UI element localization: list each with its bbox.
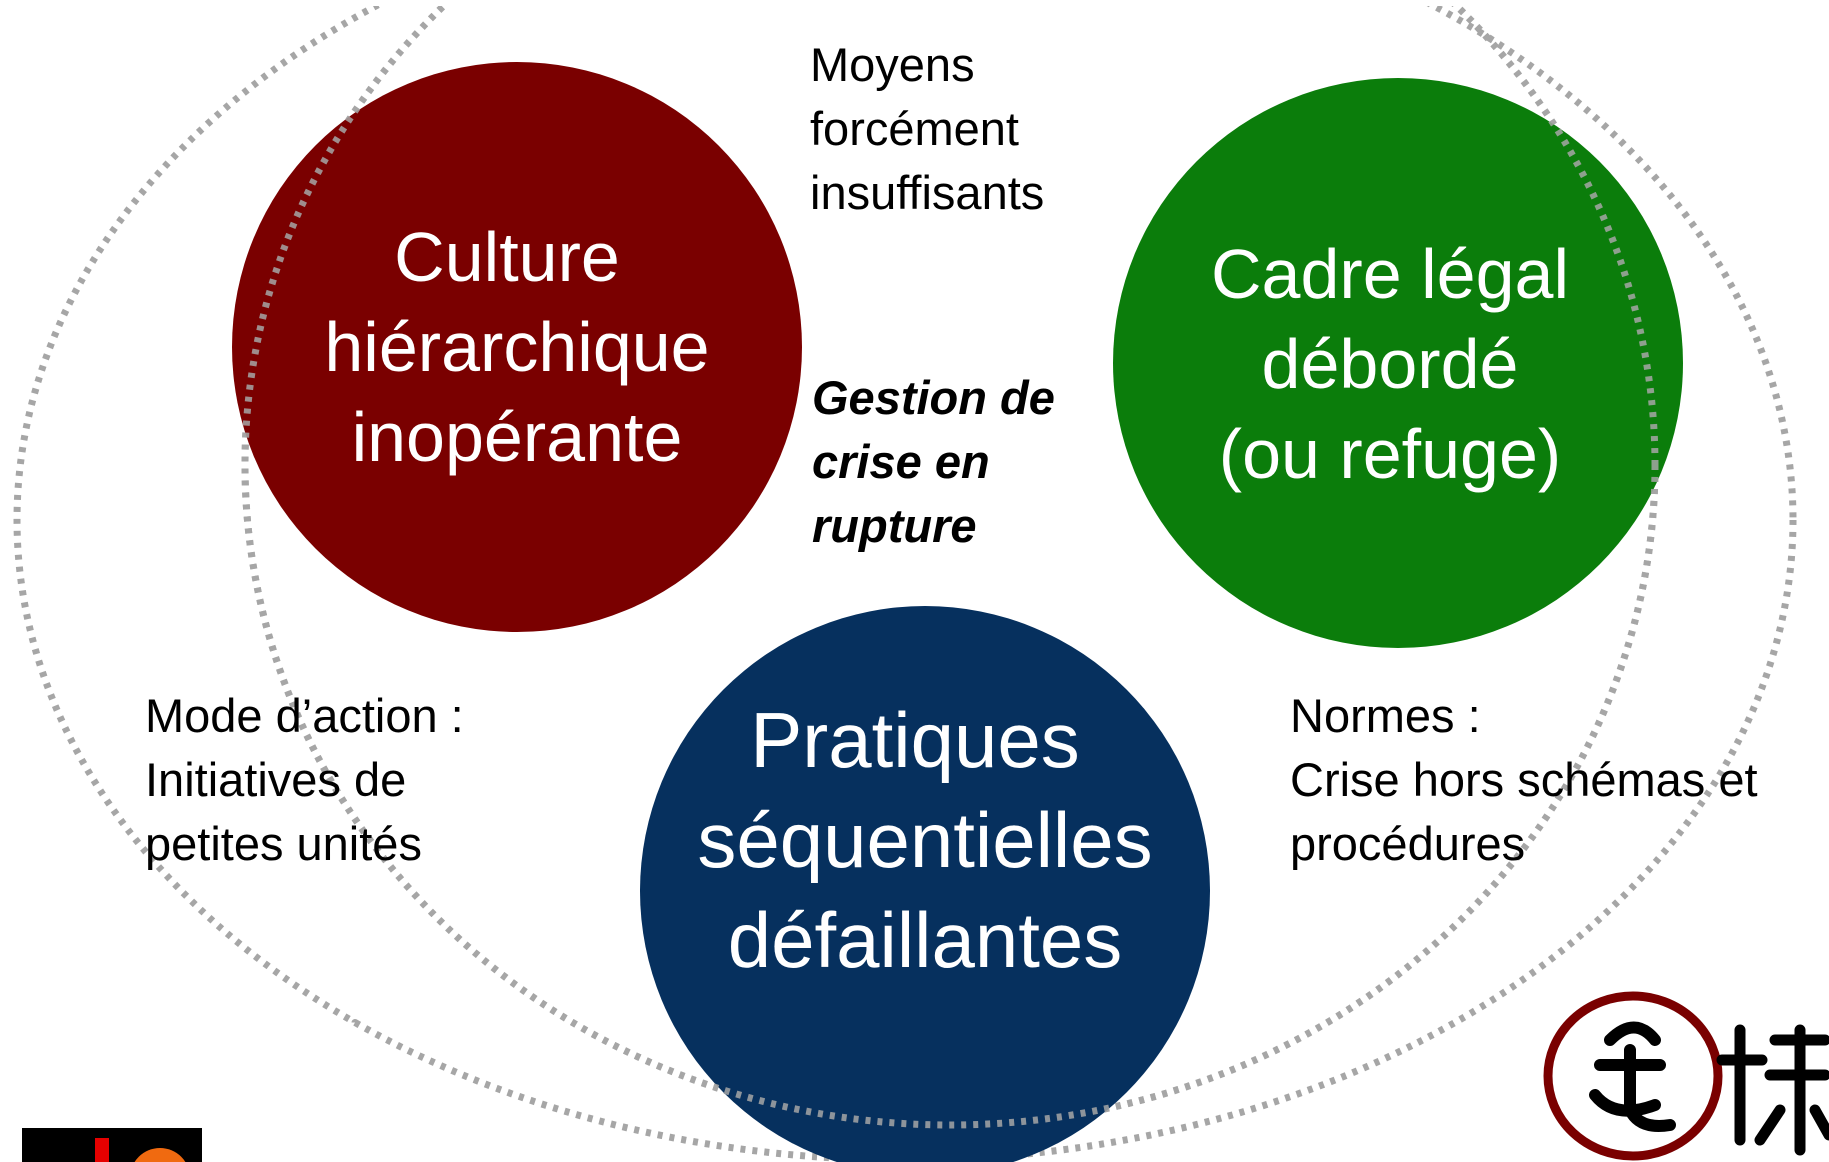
normes-line-2: Crise hors schémas et [1290,753,1758,806]
mode-action-line-1: Mode d’action : [145,689,464,742]
moyens-line-1: Moyens [810,38,975,91]
mode-action-line-3: petites unités [145,817,422,870]
culture-line-1: Culture [394,218,620,296]
pratiques-line-2: séquentielles [697,796,1153,884]
gestion-label: Gestion de crise en rupture [812,366,1055,558]
cadre-line-2: débordé [1261,325,1519,403]
moyens-label: Moyens forcément insuffisants [810,33,1044,225]
cadre-circle [1113,78,1683,648]
moyens-line-3: insuffisants [810,166,1045,219]
normes-label: Normes : Crise hors schémas et procédure… [1290,684,1758,876]
pratiques-circle-label: Pratiques séquentielles défaillantes [650,690,1200,990]
pratiques-line-1: Pratiques [750,696,1080,784]
normes-line-3: procédures [1290,817,1526,870]
gestion-line-3: rupture [812,499,977,552]
cadre-line-1: Cadre légal [1211,235,1569,313]
mode-action-label: Mode d’action : Initiatives de petites u… [145,684,464,876]
gestion-line-2: crise en [812,435,990,488]
culture-line-3: inopérante [351,398,683,476]
mode-action-line-2: Initiatives de [145,753,407,806]
partial-logo [22,1128,202,1162]
cadre-line-3: (ou refuge) [1218,415,1562,493]
gestion-line-1: Gestion de [812,371,1055,424]
pratiques-line-3: défaillantes [727,896,1123,984]
moyens-line-2: forcément [810,102,1019,155]
normes-line-1: Normes : [1290,689,1481,742]
cadre-circle-label: Cadre légal débordé (ou refuge) [1135,224,1645,504]
inner-dotted-ring-overlay [241,0,1659,1129]
culture-line-2: hiérarchique [324,308,710,386]
culture-circle [232,62,802,632]
outer-dotted-ellipse [13,0,1797,1162]
calligraphy-seal-logo [1543,991,1829,1161]
pratiques-circle [640,606,1210,1162]
culture-circle-label: Culture hiérarchique inopérante [262,207,772,487]
